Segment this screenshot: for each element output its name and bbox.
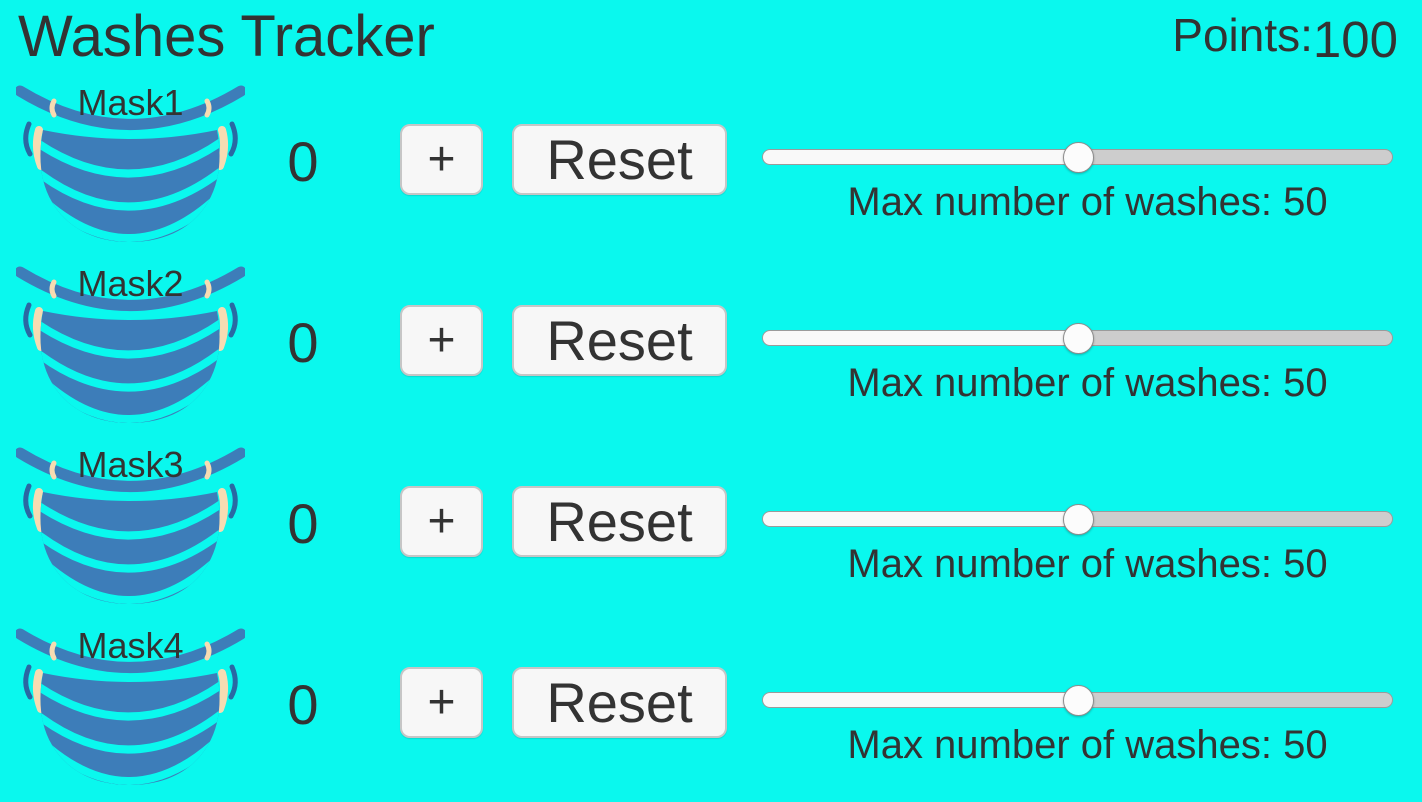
mask-row: Mask2 0 + Reset Max number of washes: 50 bbox=[0, 259, 1422, 440]
max-washes-caption: Max number of washes: 50 bbox=[847, 723, 1328, 767]
mask-label: Mask4 bbox=[77, 625, 184, 666]
wash-count: 0 bbox=[287, 673, 319, 736]
slider-thumb[interactable] bbox=[1062, 504, 1094, 535]
max-washes-slider[interactable] bbox=[762, 142, 1393, 173]
wash-count: 0 bbox=[287, 492, 319, 555]
slider-area: Max number of washes: 50 bbox=[762, 621, 1393, 802]
max-washes-caption: Max number of washes: 50 bbox=[847, 180, 1328, 224]
wash-count: 0 bbox=[287, 130, 319, 193]
points-label: Points: bbox=[1172, 9, 1313, 61]
mask-figure: Mask1 bbox=[16, 78, 245, 244]
slider-thumb[interactable] bbox=[1062, 323, 1094, 354]
slider-thumb[interactable] bbox=[1062, 142, 1094, 173]
mask-row: Mask1 0 + Reset Max number of washes: 50 bbox=[0, 78, 1422, 259]
mask-row: Mask4 0 + Reset Max number of washes: 50 bbox=[0, 621, 1422, 802]
increment-button[interactable]: + bbox=[400, 486, 483, 557]
mask-label: Mask1 bbox=[77, 82, 184, 123]
points-display: Points:100 bbox=[1172, 2, 1398, 69]
max-washes-slider[interactable] bbox=[762, 685, 1393, 716]
points-value: 100 bbox=[1312, 11, 1398, 68]
reset-button[interactable]: Reset bbox=[512, 124, 727, 195]
mask-label: Mask3 bbox=[77, 444, 184, 485]
max-washes-caption: Max number of washes: 50 bbox=[847, 361, 1328, 405]
page-title: Washes Tracker bbox=[18, 4, 435, 69]
max-washes-caption: Max number of washes: 50 bbox=[847, 542, 1328, 586]
reset-button[interactable]: Reset bbox=[512, 486, 727, 557]
reset-button[interactable]: Reset bbox=[512, 305, 727, 376]
reset-button[interactable]: Reset bbox=[512, 667, 727, 738]
max-washes-slider[interactable] bbox=[762, 323, 1393, 354]
increment-button[interactable]: + bbox=[400, 305, 483, 376]
mask-label: Mask2 bbox=[77, 263, 184, 304]
max-washes-slider[interactable] bbox=[762, 504, 1393, 535]
slider-area: Max number of washes: 50 bbox=[762, 259, 1393, 440]
mask-figure: Mask2 bbox=[16, 259, 245, 425]
slider-area: Max number of washes: 50 bbox=[762, 78, 1393, 259]
mask-figure: Mask4 bbox=[16, 621, 245, 787]
wash-count: 0 bbox=[287, 311, 319, 374]
increment-button[interactable]: + bbox=[400, 667, 483, 738]
mask-row: Mask3 0 + Reset Max number of washes: 50 bbox=[0, 440, 1422, 621]
slider-area: Max number of washes: 50 bbox=[762, 440, 1393, 621]
increment-button[interactable]: + bbox=[400, 124, 483, 195]
mask-figure: Mask3 bbox=[16, 440, 245, 606]
slider-thumb[interactable] bbox=[1062, 685, 1094, 716]
